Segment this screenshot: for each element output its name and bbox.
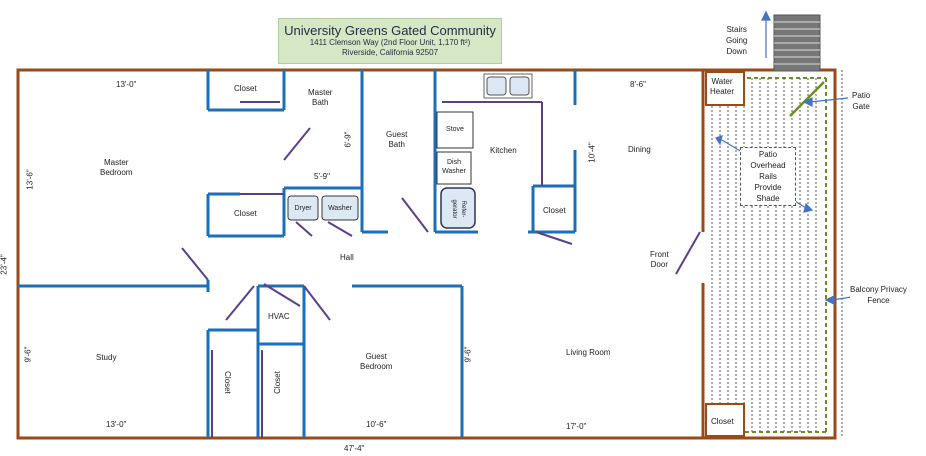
dim-laundry-width: 5'-9" bbox=[314, 172, 330, 181]
label-closet-study: Closet bbox=[222, 371, 232, 394]
sink-basin-right bbox=[509, 76, 530, 96]
label-guest-bedroom: Guest Bedroom bbox=[360, 352, 393, 371]
label-living-room: Living Room bbox=[566, 348, 611, 357]
dim-study-width: 13'-0" bbox=[106, 420, 127, 429]
patio-rails bbox=[711, 70, 843, 438]
doors bbox=[181, 101, 701, 438]
sink-basin-left bbox=[486, 76, 507, 96]
dim-bath-height: 6'-9" bbox=[343, 131, 353, 148]
dim-total-height: 23'-4" bbox=[0, 254, 9, 275]
title-address: 1411 Clemson Way (2nd Floor Unit, 1,170 … bbox=[309, 38, 471, 47]
note-balcony-fence: Balcony Privacy Fence bbox=[850, 284, 907, 306]
dryer-box bbox=[287, 195, 319, 221]
label-closet-mid: Closet bbox=[234, 209, 257, 218]
patio-closet-box bbox=[705, 403, 745, 437]
dim-dining-width: 8'-6" bbox=[630, 80, 646, 89]
label-master-bedroom: Master Bedroom bbox=[100, 158, 133, 177]
label-refrigerator: Refer- gerator bbox=[451, 199, 466, 219]
title-box: University Greens Gated Community 1411 C… bbox=[278, 18, 502, 64]
dim-study-height: 9'-6" bbox=[23, 346, 33, 363]
label-hall: Hall bbox=[340, 253, 354, 262]
label-study: Study bbox=[96, 353, 117, 362]
dim-living-width: 17'-0" bbox=[566, 422, 587, 431]
patio-gate-line bbox=[789, 81, 825, 117]
label-master-bath: Master Bath bbox=[308, 88, 333, 107]
label-dishwasher: Dish Washer bbox=[442, 159, 466, 175]
dim-guest-width: 10'-6" bbox=[366, 420, 387, 429]
outer-wall bbox=[16, 68, 837, 440]
dim-living-height: 9'-6" bbox=[463, 346, 473, 363]
label-hvac: HVAC bbox=[268, 312, 290, 321]
label-water-heater: Water Heater bbox=[710, 77, 735, 96]
label-dining: Dining bbox=[628, 145, 651, 154]
dim-master-width: 13'-0" bbox=[116, 80, 137, 89]
label-closet-patio: Closet bbox=[711, 417, 734, 426]
interior-walls bbox=[18, 70, 577, 438]
water-heater-box bbox=[705, 71, 745, 106]
stove-box bbox=[436, 111, 474, 149]
dim-kitchen-depth: 10'-4" bbox=[587, 142, 597, 163]
washer-box bbox=[321, 195, 359, 221]
dim-total-width: 47'-4" bbox=[344, 444, 365, 453]
label-closet-kitchen: Closet bbox=[543, 206, 566, 215]
title-city: Riverside, California 92507 bbox=[341, 48, 439, 57]
note-stairs: Stairs Going Down bbox=[726, 24, 748, 57]
label-closet-top: Closet bbox=[234, 84, 257, 93]
label-guest-bath: Guest Bath bbox=[386, 130, 408, 149]
label-closet-hvac: Closet bbox=[272, 371, 282, 394]
refrigerator-box bbox=[440, 187, 476, 229]
label-front-door: Front Door bbox=[650, 250, 669, 269]
dim-master-height: 13'-6" bbox=[25, 169, 35, 190]
label-washer: Washer bbox=[328, 205, 352, 212]
dishwasher-box bbox=[436, 151, 472, 185]
label-kitchen: Kitchen bbox=[490, 146, 517, 155]
note-patio-gate: Patio Gate bbox=[852, 90, 871, 112]
note-patio-rails: Patio Overhead Rails Provide Shade bbox=[740, 147, 796, 206]
title-main: University Greens Gated Community bbox=[284, 23, 496, 38]
label-stove: Stove bbox=[446, 126, 464, 133]
label-dryer: Dryer bbox=[294, 205, 312, 212]
